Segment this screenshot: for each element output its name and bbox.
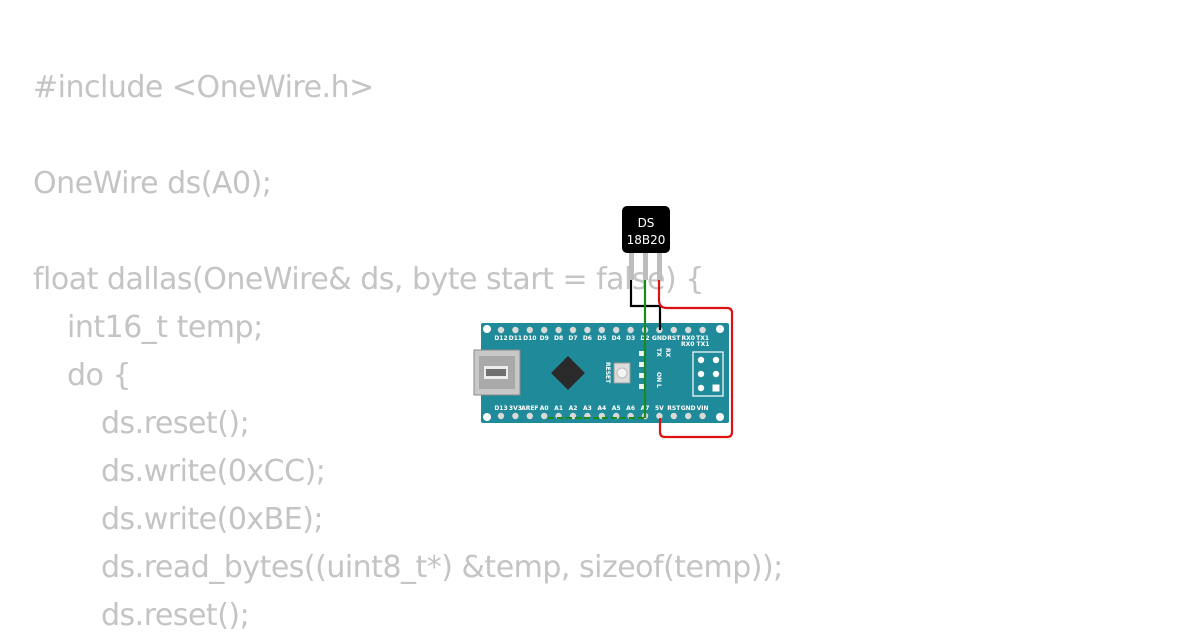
reset-button[interactable] — [613, 362, 631, 384]
sensor-label-line1: DS — [638, 216, 655, 230]
pin-label: D4 — [612, 335, 621, 342]
sensor-label-line2: 18B20 — [627, 233, 666, 247]
pin-header[interactable] — [526, 326, 533, 334]
pin-label: RX0 — [681, 335, 694, 342]
header-label: RX0 TX1 — [681, 341, 709, 348]
pin-header[interactable] — [699, 412, 706, 420]
code-line: #include <OneWire.h> — [33, 70, 374, 105]
code-line: OneWire ds(A0); — [33, 166, 272, 201]
usb-connector — [473, 349, 521, 396]
pin-header[interactable] — [670, 326, 677, 334]
pin-header[interactable] — [512, 326, 519, 334]
pin-label: A4 — [597, 405, 606, 412]
pin-label: 3V3 — [509, 405, 522, 412]
pin-label: D11 — [509, 335, 522, 342]
pin-label: A6 — [626, 405, 635, 412]
pin-header[interactable] — [670, 412, 677, 420]
pin-label: VIN — [697, 405, 709, 412]
pin-label: RST — [667, 405, 681, 412]
code-line: float dallas(OneWire& ds, byte start = f… — [33, 262, 704, 297]
ds18b20-sensor[interactable]: DS 18B20 — [622, 206, 670, 280]
reset-label: RESET — [604, 362, 611, 384]
pin-label: D3 — [626, 335, 635, 342]
pin-label: D9 — [540, 335, 549, 342]
pin-header[interactable] — [569, 326, 577, 334]
led-label-tx: TX — [655, 348, 662, 357]
pin-label: D8 — [554, 335, 563, 342]
pin-header[interactable] — [526, 412, 533, 420]
pin-label: D10 — [523, 335, 536, 342]
pin-label: A2 — [569, 405, 578, 412]
pin-header[interactable] — [584, 326, 591, 334]
pin-header[interactable] — [541, 326, 548, 334]
led-label-l: L — [655, 384, 662, 388]
wire-data[interactable] — [548, 278, 647, 419]
code-line: do { — [67, 358, 132, 393]
icsp-header — [692, 351, 724, 397]
wire-vcc[interactable] — [657, 278, 734, 439]
pin-header[interactable] — [497, 412, 505, 420]
pin-label: D7 — [568, 335, 577, 342]
code-line: ds.reset(); — [101, 598, 250, 633]
pin-header[interactable] — [656, 412, 663, 420]
pin-label: D12 — [494, 335, 507, 342]
code-line: ds.write(0xCC); — [101, 454, 326, 489]
microcontroller-chip — [551, 356, 585, 390]
pin-label: GND — [652, 335, 667, 342]
pin-label: A5 — [612, 405, 621, 412]
pin-label: GND — [681, 405, 696, 412]
pin-label: AREF — [521, 405, 538, 412]
pin-label: D6 — [583, 335, 592, 342]
pin-header[interactable] — [555, 326, 562, 334]
pin-label: RST — [667, 335, 681, 342]
pin-label: TX1 — [696, 335, 709, 342]
pin-header[interactable] — [685, 326, 692, 334]
pin-header[interactable] — [541, 412, 548, 420]
pin-header[interactable] — [497, 326, 505, 334]
led-label-on: ON — [655, 372, 662, 382]
code-line: int16_t temp; — [67, 310, 263, 345]
pin-header[interactable] — [512, 412, 519, 420]
code-line: ds.read_bytes((uint8_t*) &temp, sizeof(t… — [101, 550, 783, 585]
pin-header[interactable] — [613, 326, 620, 334]
pin-label: D13 — [494, 405, 507, 412]
pin-header[interactable] — [627, 326, 634, 334]
pin-header[interactable] — [598, 326, 605, 334]
pin-label: A1 — [554, 405, 563, 412]
pin-label: A0 — [540, 405, 549, 412]
pin-label: A3 — [583, 405, 592, 412]
pin-header[interactable] — [685, 412, 692, 420]
code-line: ds.reset(); — [101, 406, 250, 441]
pin-label: D5 — [597, 335, 606, 342]
code-line: ds.write(0xBE); — [101, 502, 324, 537]
status-leds — [639, 351, 645, 389]
pin-label: 5V — [655, 405, 664, 412]
led-label-rx: RX — [664, 348, 671, 358]
pin-header[interactable] — [699, 326, 706, 334]
